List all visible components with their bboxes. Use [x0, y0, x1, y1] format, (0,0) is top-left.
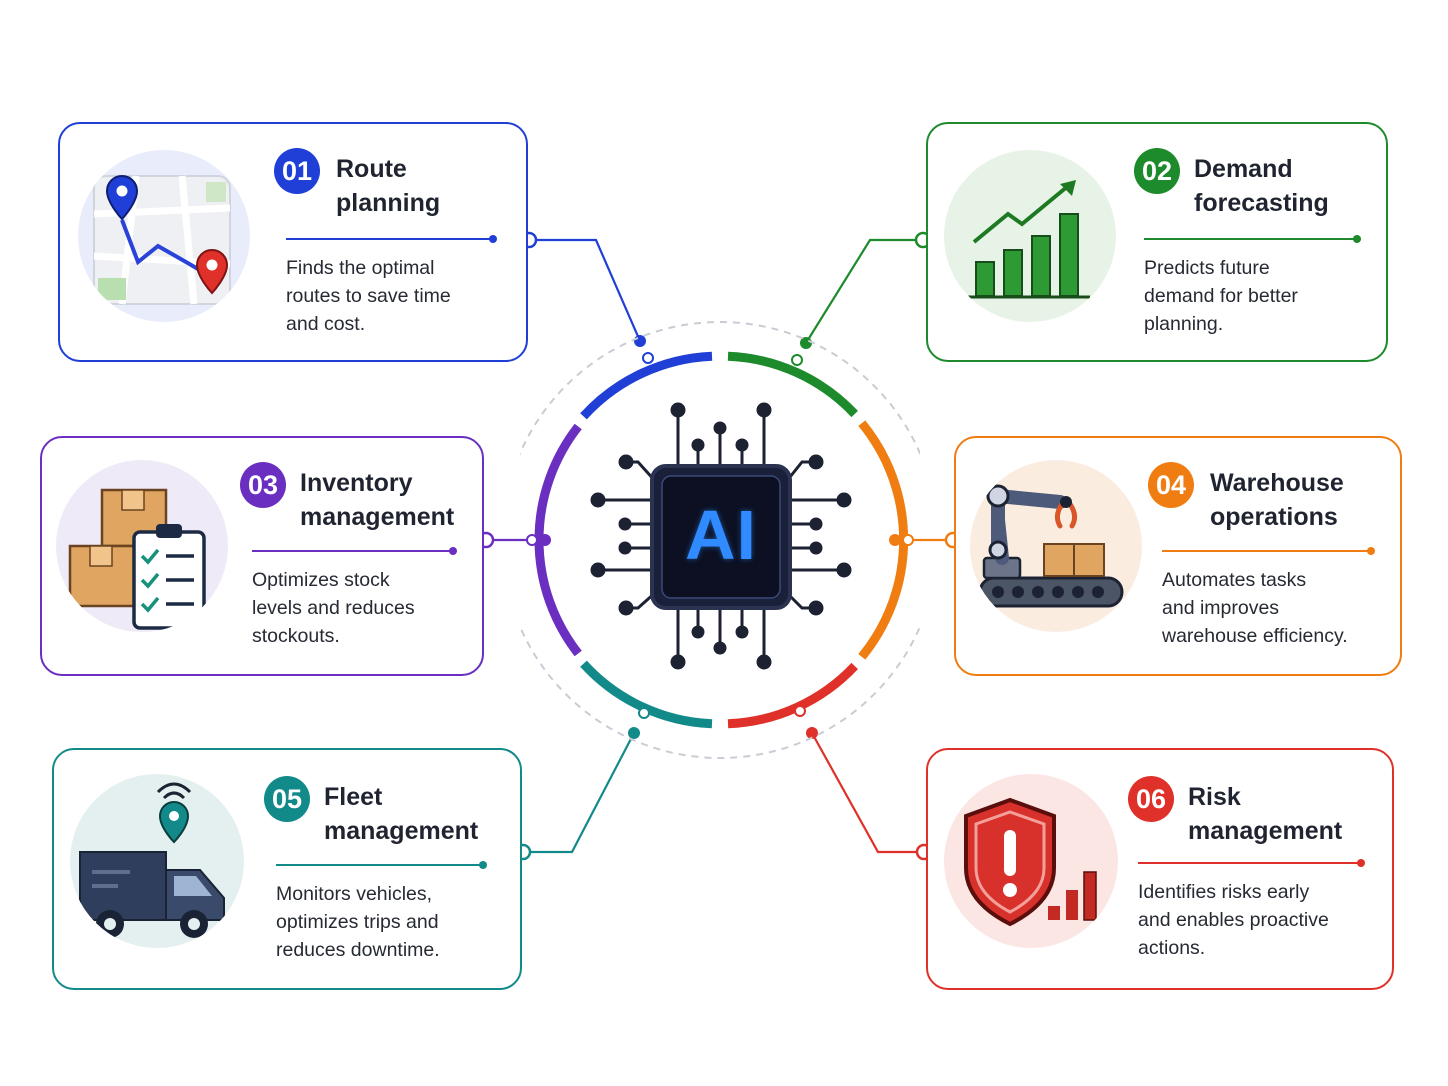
card-divider: [276, 861, 487, 869]
card-number: 01: [274, 148, 320, 194]
card-number: 06: [1128, 776, 1174, 822]
card-description: Monitors vehicles, optimizes trips and r…: [276, 883, 440, 961]
card-description: Identifies risks early and enables proac…: [1138, 881, 1329, 959]
connector-risk: [811, 732, 924, 854]
connector-fleet: [523, 732, 635, 854]
card-route-planning: 01 Route planning Finds the optimal rout…: [58, 122, 528, 362]
boxes-checklist-icon: [56, 460, 228, 632]
map-pin-icon: [78, 150, 250, 322]
card-number: 04: [1148, 462, 1194, 508]
card-divider: [252, 547, 457, 555]
card-divider: [286, 235, 497, 243]
card-description: Automates tasks and improves warehouse e…: [1162, 569, 1348, 647]
card-inventory-management: 03 Inventory management Optimizes stock …: [40, 436, 484, 676]
card-title: Inventory management: [300, 469, 455, 531]
card-number: 03: [240, 462, 286, 508]
card-risk-management: 06 Risk management Identifies risks earl…: [926, 748, 1394, 990]
truck-icon: [70, 774, 244, 948]
card-number: 02: [1134, 148, 1180, 194]
connector-route: [529, 238, 642, 342]
card-description: Optimizes stock levels and reduces stock…: [252, 569, 415, 647]
card-number: 05: [264, 776, 310, 822]
ai-label: AI: [685, 496, 757, 574]
card-title: Risk management: [1188, 783, 1343, 845]
card-divider: [1138, 859, 1365, 867]
card-title: Warehouse operations: [1210, 469, 1344, 531]
card-title: Fleet management: [324, 783, 479, 845]
shield-alert-icon: [944, 774, 1118, 948]
card-description: Predicts future demand for better planni…: [1144, 257, 1298, 335]
card-divider: [1144, 235, 1361, 243]
card-divider: [1162, 547, 1375, 555]
card-warehouse-operations: 04 Warehouse operations Automates tasks …: [954, 436, 1402, 676]
card-fleet-management: 05 Fleet management Monitors vehicles, o…: [52, 748, 522, 990]
card-title: Demand forecasting: [1194, 155, 1329, 217]
ai-hub: [520, 321, 920, 759]
card-description: Finds the optimal routes to save time an…: [286, 257, 451, 335]
connector-demand: [805, 238, 923, 344]
card-title: Route planning: [336, 155, 441, 217]
robot-arm-icon: [970, 460, 1142, 632]
growth-chart-icon: [944, 150, 1116, 322]
card-demand-forecasting: 02 Demand forecasting Predicts future de…: [926, 122, 1388, 362]
